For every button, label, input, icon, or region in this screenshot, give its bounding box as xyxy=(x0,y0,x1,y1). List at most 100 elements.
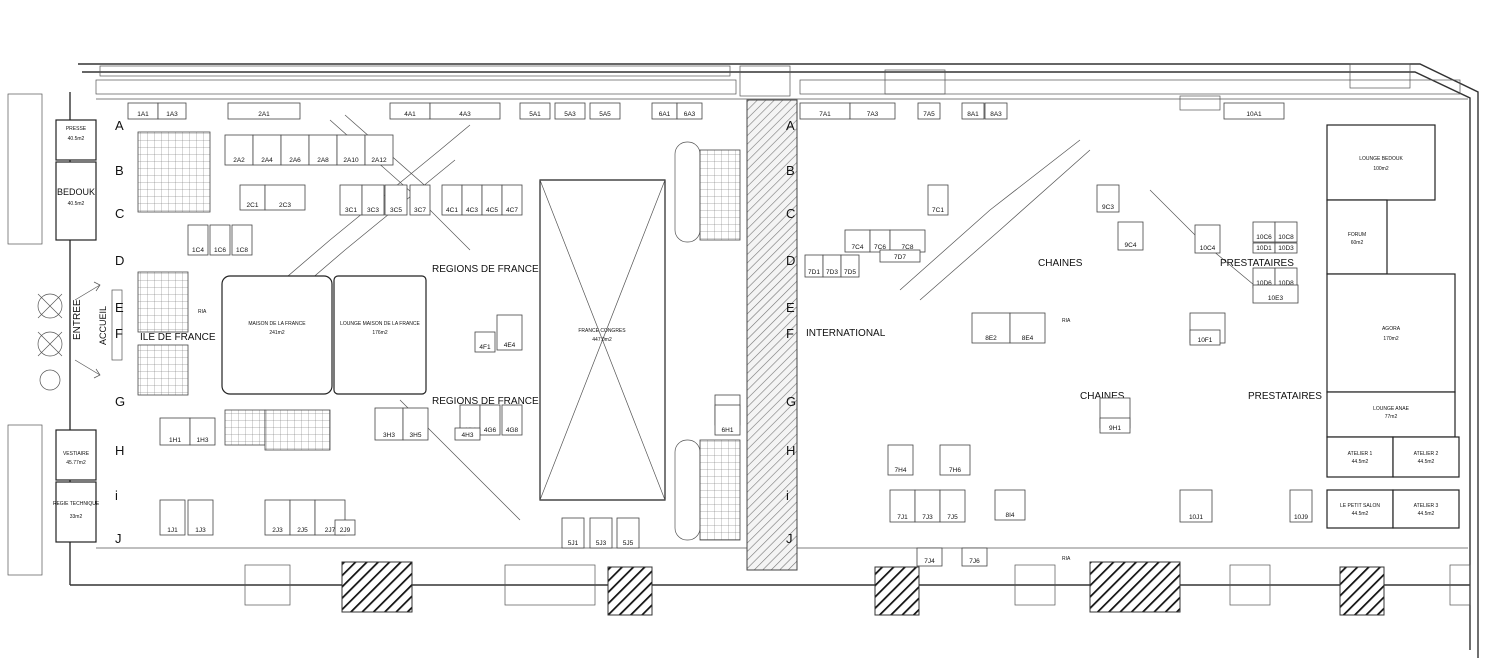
booth-outline xyxy=(589,517,613,549)
row-letter: B xyxy=(786,163,795,178)
row-letter: C xyxy=(786,206,795,221)
booth-label: 7D1 xyxy=(808,269,820,276)
france-congres-name: FRANCE CONGRES xyxy=(578,328,626,334)
booth-label: 4G6 xyxy=(484,427,497,434)
booth-label: 4G8 xyxy=(506,427,519,434)
atelier-1-name: ATELIER 1 xyxy=(1348,451,1373,457)
row-letter: D xyxy=(786,253,795,268)
booth-label: 10E3 xyxy=(1268,295,1284,302)
row-letter: G xyxy=(786,394,796,409)
booth-outline xyxy=(939,489,966,523)
booth-outline xyxy=(159,499,186,536)
booth-label: 5A5 xyxy=(599,111,611,118)
booth-label: 2J7 xyxy=(325,527,336,534)
booth-outline xyxy=(916,547,943,567)
booth-label: 2A2 xyxy=(233,157,245,164)
booth-outline xyxy=(479,404,501,436)
booth-label: 7A5 xyxy=(923,111,935,118)
booth-outline xyxy=(409,184,431,216)
booth-label: 2A1 xyxy=(258,111,270,118)
booth-label: 1A1 xyxy=(137,111,149,118)
booth-outline xyxy=(554,102,586,120)
booth-outline xyxy=(402,407,429,441)
booth-outline xyxy=(209,224,231,256)
row-letter: G xyxy=(115,394,125,409)
maison-area: 241m2 xyxy=(269,330,285,336)
zone-international: INTERNATIONAL xyxy=(806,328,886,339)
booth-outline xyxy=(501,404,523,436)
booth-label: 1C4 xyxy=(192,247,204,254)
row-letter: A xyxy=(786,118,795,133)
row-letter: E xyxy=(115,300,124,315)
booth-label: 6A3 xyxy=(684,111,696,118)
lounge-anae-area: 77m2 xyxy=(1385,414,1398,420)
booth-outline xyxy=(994,489,1026,521)
left-entrance xyxy=(7,93,123,576)
booth-outline xyxy=(1096,184,1120,213)
row-letter: H xyxy=(115,443,124,458)
booth-outline xyxy=(187,224,209,256)
booth-label: 7J3 xyxy=(922,514,933,521)
booth-label: 2J5 xyxy=(297,527,308,534)
row-letter: H xyxy=(786,443,795,458)
room-regie-area: 33m2 xyxy=(70,514,83,520)
ria-label-1: RIA xyxy=(198,309,207,315)
lounge-maison xyxy=(333,275,427,395)
room-vestiaire-name: VESTIAIRE xyxy=(63,451,90,457)
booth-label: 3C5 xyxy=(390,207,402,214)
booth-outline xyxy=(157,102,187,120)
booth-label: 7D3 xyxy=(826,269,838,276)
booth-outline xyxy=(1009,312,1046,344)
atelier-2-name: ATELIER 2 xyxy=(1414,451,1439,457)
booth-label: 7J5 xyxy=(947,514,958,521)
booth-label: 8A3 xyxy=(990,111,1002,118)
booth-outline xyxy=(189,417,216,446)
booth-outline xyxy=(961,102,985,120)
booth-outline xyxy=(336,134,366,166)
booth-label: 7H4 xyxy=(895,467,907,474)
escalators xyxy=(674,141,741,541)
booth-outline xyxy=(1223,102,1285,120)
booth-label: 3C1 xyxy=(345,207,357,214)
row-letter: C xyxy=(115,206,124,221)
booth-outline xyxy=(917,102,941,120)
zone-regions-1: REGIONS DE FRANCE xyxy=(432,264,539,275)
booth-outline xyxy=(1252,284,1299,304)
booth-outline xyxy=(1274,221,1298,243)
atelier-1-area: 44.5m2 xyxy=(1352,459,1369,465)
booth-outline xyxy=(231,224,253,256)
booth-outline xyxy=(887,444,914,476)
row-letter: F xyxy=(786,326,794,341)
booth-label: 9C4 xyxy=(1125,242,1137,249)
booth-label: 2C3 xyxy=(279,202,291,209)
zone-chaines-1: CHAINES xyxy=(1038,258,1083,269)
booth-outline xyxy=(159,417,191,446)
booth-outline xyxy=(914,489,941,523)
booth-label: 1J1 xyxy=(167,527,178,534)
booth-outline xyxy=(252,134,282,166)
booth-outline xyxy=(187,499,214,536)
booth-label: 10D8 xyxy=(1278,280,1294,287)
booth-outline xyxy=(561,517,585,549)
booth-label: 10J1 xyxy=(1189,514,1203,521)
booth-label: 10C4 xyxy=(1200,245,1216,252)
booth-label: 7A1 xyxy=(819,111,831,118)
booth-outline xyxy=(264,184,306,211)
booth-outline xyxy=(889,489,916,523)
booth-outline xyxy=(1289,489,1313,523)
booth-outline xyxy=(384,184,408,216)
room-bedouk-name: BEDOUK xyxy=(57,187,95,197)
booth-outline xyxy=(364,134,394,166)
booth-label: 10C6 xyxy=(1256,234,1272,241)
agora-name: AGORA xyxy=(1382,326,1401,332)
booth-outline xyxy=(227,102,301,120)
booth-label: 10D6 xyxy=(1256,280,1272,287)
right-rooms xyxy=(1326,124,1460,529)
row-letter: J xyxy=(786,531,793,546)
booth-outline xyxy=(1189,329,1221,346)
booth-label: 7A3 xyxy=(867,111,879,118)
booth-label: 3C3 xyxy=(367,207,379,214)
row-letter: i xyxy=(115,488,118,503)
maison-name: MAISON DE LA FRANCE xyxy=(248,321,306,327)
